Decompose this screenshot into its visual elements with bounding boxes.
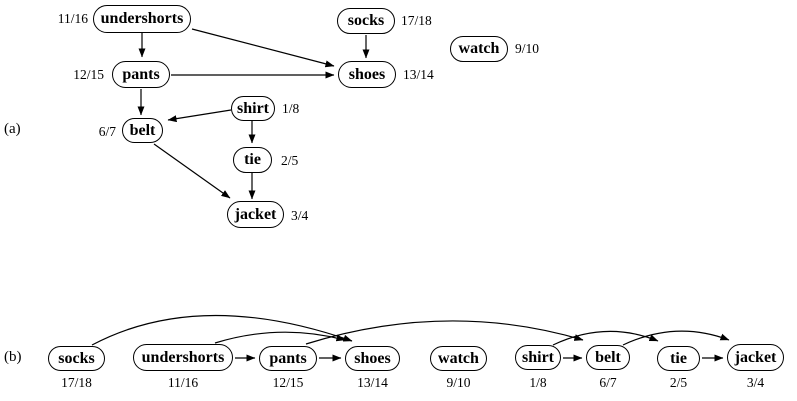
time-a-shoes: 13/14 bbox=[403, 67, 434, 82]
time-b-pants: 12/15 bbox=[272, 375, 304, 390]
time-b-belt: 6/7 bbox=[599, 375, 617, 390]
edge-a-belt-jacket bbox=[153, 143, 231, 199]
time-b-shirt: 1/8 bbox=[529, 375, 547, 390]
time-b-jacket: 3/4 bbox=[746, 375, 765, 390]
node-a-watch: watch bbox=[450, 36, 508, 62]
node-a-socks: socks bbox=[337, 8, 395, 34]
time-a-socks: 17/18 bbox=[401, 13, 432, 28]
panel-b-label: (b) bbox=[4, 349, 22, 365]
time-b-socks: 17/18 bbox=[61, 375, 92, 390]
time-a-shirt: 1/8 bbox=[282, 101, 300, 116]
node-b-belt: belt bbox=[586, 345, 630, 370]
node-b-socks: socks bbox=[48, 346, 105, 371]
node-b-undershorts: undershorts bbox=[133, 344, 233, 371]
edge-b-socks-shoes bbox=[91, 314, 353, 346]
edge-b-belt-jacket bbox=[622, 330, 730, 346]
node-a-shoes: shoes bbox=[338, 61, 396, 88]
node-a-undershorts: undershorts bbox=[93, 5, 191, 33]
time-b-shoes: 13/14 bbox=[357, 375, 388, 390]
panel-a-label: (a) bbox=[4, 121, 21, 137]
edge-b-undershorts-shoes bbox=[214, 331, 346, 344]
node-a-tie: tie bbox=[233, 147, 272, 173]
node-b-tie: tie bbox=[657, 346, 700, 371]
time-a-undershorts: 11/16 bbox=[57, 11, 88, 26]
node-a-jacket: jacket bbox=[227, 201, 284, 228]
node-b-pants: pants bbox=[259, 346, 317, 371]
node-a-pants: pants bbox=[112, 61, 170, 88]
edge-a-undershorts-shoes bbox=[191, 28, 335, 68]
time-b-tie: 2/5 bbox=[669, 375, 688, 390]
node-b-shoes: shoes bbox=[345, 346, 400, 371]
edge-b-pants-belt bbox=[305, 320, 584, 345]
time-a-pants: 12/15 bbox=[73, 67, 104, 82]
time-a-belt: 6/7 bbox=[98, 124, 116, 139]
node-b-watch: watch bbox=[430, 346, 487, 371]
node-b-shirt: shirt bbox=[515, 345, 561, 370]
time-b-undershorts: 11/16 bbox=[167, 375, 199, 390]
node-a-shirt: shirt bbox=[231, 96, 275, 121]
time-a-watch: 9/10 bbox=[515, 41, 540, 56]
time-a-jacket: 3/4 bbox=[291, 208, 309, 223]
time-a-tie: 2/5 bbox=[281, 153, 299, 168]
edge-a-shirt-belt bbox=[167, 109, 232, 123]
node-a-belt: belt bbox=[122, 118, 163, 143]
edge-b-shirt-tie bbox=[552, 330, 659, 346]
time-b-watch: 9/10 bbox=[446, 375, 471, 390]
node-b-jacket: jacket bbox=[727, 344, 784, 371]
